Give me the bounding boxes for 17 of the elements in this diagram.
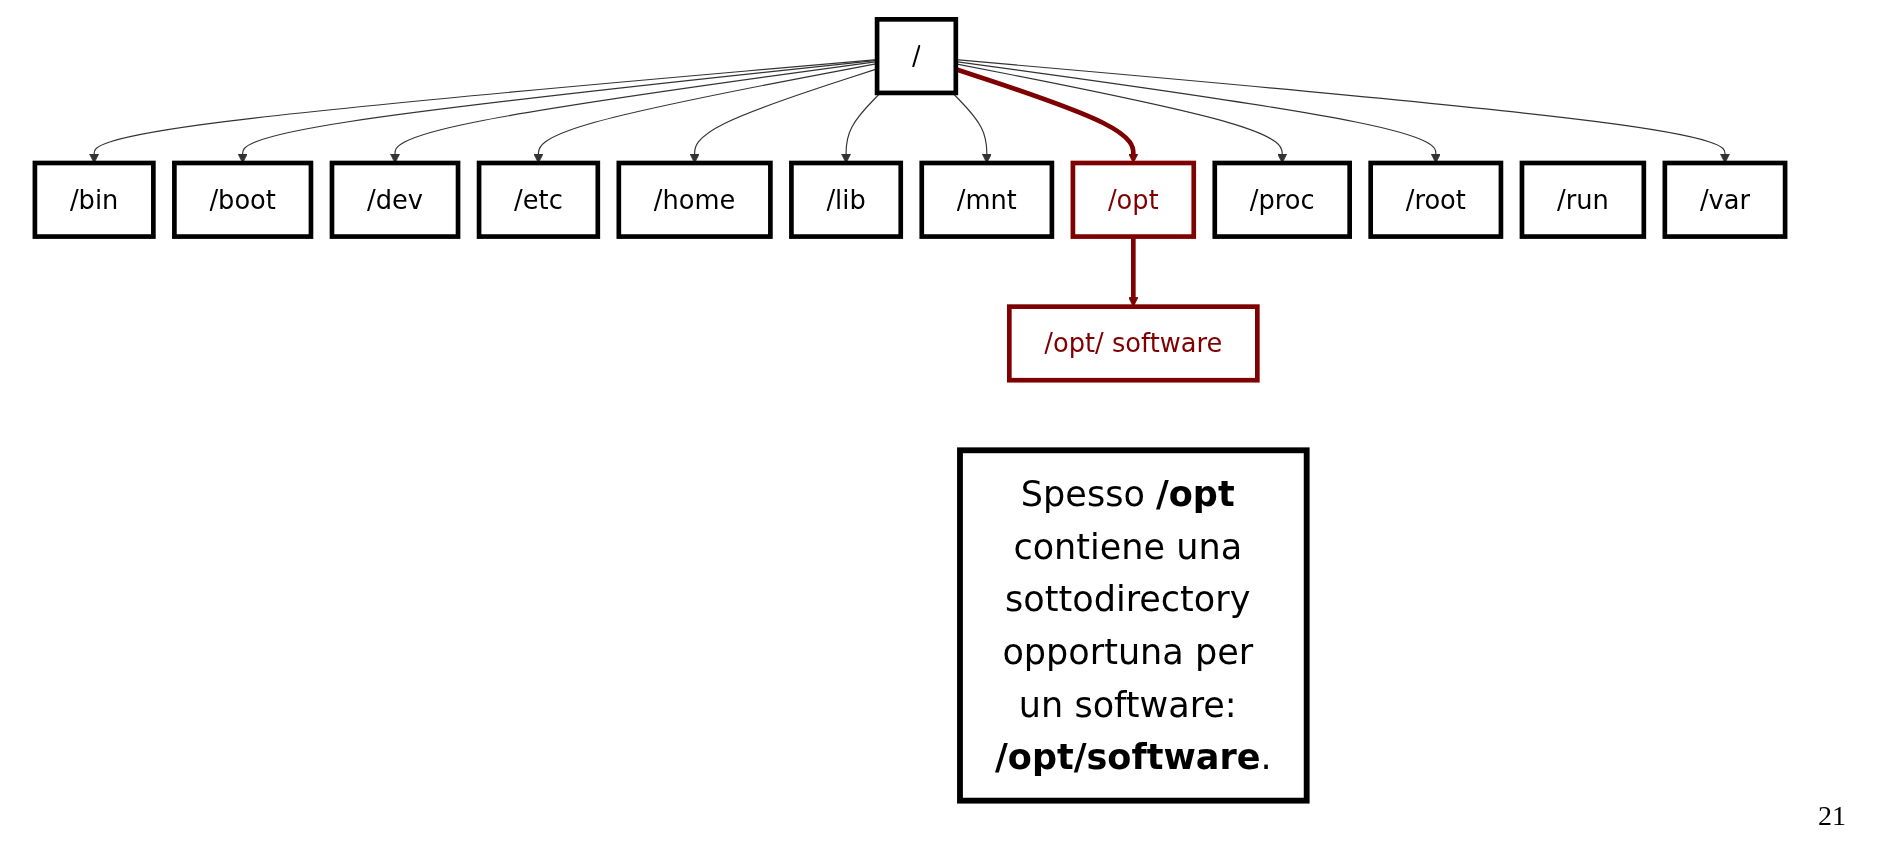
node-box <box>957 447 1310 804</box>
node-box <box>789 160 904 239</box>
node-box <box>329 160 461 239</box>
page-number: 21 <box>1818 800 1846 831</box>
node-box <box>1662 160 1788 239</box>
node-box <box>1212 160 1352 239</box>
node-box <box>874 17 959 96</box>
node-box <box>1519 160 1647 239</box>
node-box <box>1007 304 1260 383</box>
node-box <box>172 160 314 239</box>
node-box <box>32 160 156 239</box>
node-box <box>476 160 601 239</box>
node-box <box>1070 160 1197 239</box>
diagram: / /bin /boot /dev /etc /home /lib /mnt /opt /proc /root /run /var /opt/ software Spesso /opt contiene una sottodirectory opportuna per un software: /opt/software. <box>10 10 1810 810</box>
node-box <box>1368 160 1504 239</box>
node-box <box>616 160 773 239</box>
node-box <box>919 160 1055 239</box>
